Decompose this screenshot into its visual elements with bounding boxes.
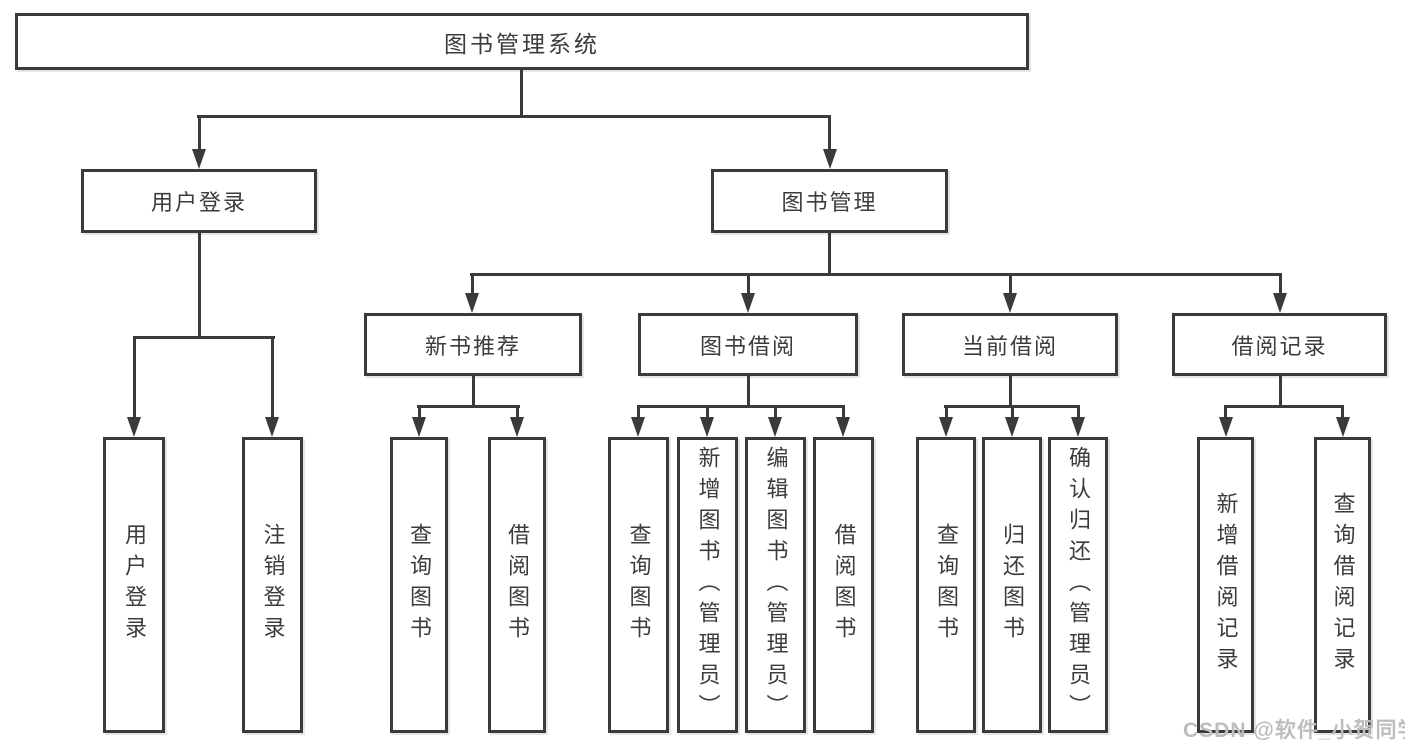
connector-line [1278,376,1282,408]
connector-line [705,405,709,419]
connector-line [1010,405,1014,419]
leaf-add-borrow-record: 新增借阅记录 [1197,437,1254,733]
connector-line [417,405,520,408]
node-system-root: 图书管理系统 [15,13,1029,70]
node-book-borrow: 图书借阅 [638,313,858,376]
connector-line [197,233,201,338]
watermark: CSDN @软件_小贺同学 [1183,719,1405,742]
connector-line [828,115,831,151]
connector-line [828,233,831,276]
node-new-book-recommend: 新书推荐 [364,313,582,376]
leaf-add-book-admin: 新增图书（管理员） [677,437,738,733]
connector-line [515,405,519,419]
arrow-head [1273,293,1287,313]
arrow-head [768,417,782,437]
leaf-query-books-current: 查询图书 [916,437,976,733]
arrow-head [836,417,850,437]
connector-line [1224,405,1344,408]
connector-line [1008,376,1012,408]
arrow-head [265,417,279,437]
arrow-head [741,293,755,313]
connector-line [132,336,275,339]
connector-line [1341,405,1344,419]
connector-line [773,405,777,419]
node-user-login: 用户登录 [81,169,317,233]
connector-line [944,405,948,419]
arrow-head [510,417,524,437]
arrow-head [127,417,141,437]
arrow-head [1335,417,1350,437]
arrow-head [939,417,953,437]
leaf-edit-book-admin: 编辑图书（管理员） [745,437,806,733]
connector-line [1008,273,1012,297]
leaf-query-books-borrow: 查询图书 [608,437,669,733]
node-book-management: 图书管理 [711,169,948,233]
arrow-head [412,417,426,437]
leaf-borrow-books-recommend: 借阅图书 [488,437,546,733]
connector-line [132,336,136,419]
leaf-confirm-return-admin: 确认归还（管理员） [1048,437,1108,733]
arrow-head [1218,417,1233,437]
connector-line [746,376,750,408]
connector-line [197,115,831,118]
leaf-borrow-books-borrow: 借阅图书 [813,437,874,733]
arrow-head [1005,417,1019,437]
arrow-head [700,417,714,437]
arrow-head [1003,293,1017,313]
connector-line [270,336,274,419]
connector-line [841,405,845,419]
arrow-head [822,149,837,169]
connector-line [1278,273,1282,297]
arrow-head [631,417,645,437]
connector-line [470,273,1282,276]
arrow-head [1071,417,1085,437]
leaf-query-books-recommend: 查询图书 [390,437,448,733]
node-current-borrow: 当前借阅 [902,313,1118,376]
connector-line [471,376,475,408]
connector-line [637,405,844,408]
connector-line [1076,405,1080,419]
arrow-head [192,149,206,169]
leaf-query-borrow-record: 查询借阅记录 [1314,437,1371,733]
connector-line [520,70,523,118]
connector-line [197,115,201,151]
connector-line [470,273,474,297]
connector-line [1224,405,1227,419]
leaf-return-books: 归还图书 [982,437,1042,733]
leaf-user-login: 用户登录 [103,437,165,733]
node-borrow-records: 借阅记录 [1172,313,1387,376]
connector-line [417,405,421,419]
arrow-head [465,293,479,313]
connector-line [746,273,750,297]
leaf-logout: 注销登录 [242,437,303,733]
connector-line [636,405,640,419]
